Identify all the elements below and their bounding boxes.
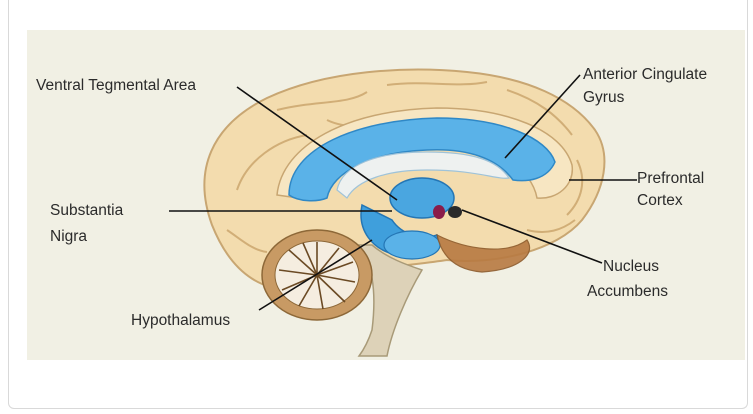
label-prefrontal-line1: Prefrontal: [637, 168, 704, 190]
label-nucleus-line1: Nucleus: [603, 256, 659, 278]
label-substantia-line2: Nigra: [50, 226, 87, 248]
label-substantia-line1: Substantia: [50, 200, 123, 222]
brain-figure: Ventral Tegmental Area Anterior Cingulat…: [27, 30, 745, 360]
label-prefrontal-line2: Cortex: [637, 190, 683, 212]
label-ventral-tegmental-area: Ventral Tegmental Area: [36, 75, 196, 97]
label-anterior-cingulate-line2: Gyrus: [583, 87, 624, 109]
hippocampus: [384, 231, 440, 259]
label-nucleus-line2: Accumbens: [587, 281, 668, 303]
label-anterior-cingulate-line1: Anterior Cingulate: [583, 64, 707, 86]
accumbens-dark: [448, 206, 462, 218]
nucleus-accumbens-spot: [433, 205, 445, 219]
label-hypothalamus: Hypothalamus: [131, 310, 230, 332]
